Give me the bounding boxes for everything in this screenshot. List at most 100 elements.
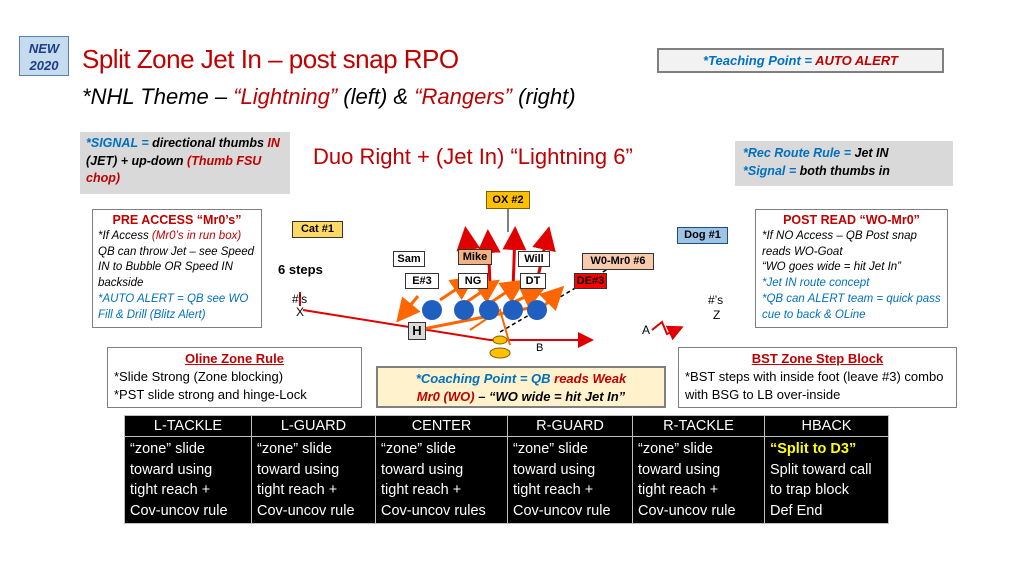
e3-label: E#3: [405, 273, 439, 289]
signal-in: IN: [267, 136, 280, 150]
page-subtitle: *NHL Theme – “Lightning” (left) & “Range…: [82, 84, 576, 110]
oline-rule-head: Oline Zone Rule: [185, 351, 284, 366]
ng-label: NG: [458, 273, 488, 289]
table-row: “zone” slide toward using tight reach + Cov…: [124, 436, 889, 524]
cell-line: Cov-uncov rules: [381, 502, 486, 519]
page-title: Split Zone Jet In – post snap RPO: [82, 44, 459, 74]
jet-motion-line: [302, 309, 594, 348]
header-l-tackle: L-TACKLE: [124, 415, 252, 437]
rt-symbol: [527, 300, 547, 320]
cell-line: to trap block: [770, 482, 849, 498]
teaching-point-value: AUTO ALERT: [815, 53, 898, 68]
rec-signal-label: *Signal =: [743, 164, 800, 178]
header-hback: HBACK: [764, 415, 889, 437]
c-block-line: [464, 279, 500, 305]
header-r-guard: R-GUARD: [507, 415, 633, 437]
h-label: H: [408, 322, 426, 340]
pre-access-rule-a: *If Access: [98, 229, 152, 242]
sam-label: Sam: [393, 251, 425, 267]
de3-label: DE#3: [574, 273, 607, 289]
cell-line: tight reach +: [638, 482, 719, 498]
post-read-box: POST READ “WO-Mr0” *If NO Access – QB Po…: [755, 209, 948, 328]
post-read-line4: *QB can ALERT team = quick pass cue to b…: [762, 292, 941, 321]
subtitle-right: (right): [512, 84, 576, 109]
header-r-tackle: R-TACKLE: [632, 415, 765, 437]
cell-line: “zone” slide: [381, 441, 456, 457]
bst-rule-line1: *BST steps with inside foot (leave #3) c…: [685, 369, 944, 402]
b-label: B: [536, 342, 544, 354]
cell-line: “zone” slide: [130, 441, 205, 457]
cell-line: Cov-uncov rule: [638, 502, 736, 519]
rec-route-box: *Rec Route Rule = Jet IN *Signal = both …: [735, 141, 953, 186]
pre-access-head: PRE ACCESS “Mr0’s”: [112, 213, 242, 227]
subtitle-left: (left) &: [337, 84, 415, 109]
cell-line: “Split to D3”: [770, 441, 857, 457]
new-2020-badge: NEW 2020: [19, 36, 69, 76]
coaching-point-d: – “WO wide = hit Jet In”: [474, 389, 626, 404]
cell-line: tight reach +: [513, 482, 594, 498]
hash-right-label: #’s: [708, 293, 724, 307]
cell-line: “zone” slide: [257, 441, 332, 457]
oline-rule-line2: *PST slide strong and hinge-Lock: [114, 387, 307, 402]
pre-access-rule: *If Access (Mr0’s in run box) QB can thr…: [98, 229, 256, 292]
pre-access-rule-b: (Mr0’s in run box): [151, 229, 242, 242]
a-route-line: [651, 320, 684, 341]
pre-access-alert: *AUTO ALERT = QB see WO Fill & Drill (Bl…: [98, 292, 249, 321]
r-guard-assignment: “zone” slide toward using tight reach + Cov…: [507, 436, 633, 524]
assignment-table: L-TACKLE L-GUARD CENTER R-GUARD R-TACKLE…: [124, 415, 889, 524]
signal-text1: directional thumbs: [152, 136, 268, 150]
lt-symbol: [422, 300, 442, 320]
cell-line: toward using: [513, 461, 596, 478]
teaching-point-box: *Teaching Point = AUTO ALERT: [657, 48, 944, 73]
post-read-line2: “WO goes wide = hit Jet In”: [762, 261, 902, 274]
dt-label: DT: [520, 273, 546, 289]
post-read-line1: *If NO Access – QB Post snap reads WO-Go…: [762, 229, 917, 258]
badge-line-new: NEW: [28, 41, 60, 56]
a-label: A: [642, 323, 651, 337]
pre-access-rule-c: QB can throw Jet – see Speed IN to Bubbl…: [98, 245, 254, 290]
coaching-point-b: reads Weak: [554, 371, 627, 386]
rg-block-line: [489, 279, 525, 305]
subtitle-theme: NHL Theme –: [90, 84, 234, 109]
header-center: CENTER: [375, 415, 508, 437]
will-label: Will: [518, 251, 550, 267]
dt-route-line: [502, 226, 527, 291]
mike-label: Mike: [458, 249, 492, 265]
rb-path-line: [469, 308, 511, 346]
dog-label: Dog #1: [677, 227, 728, 244]
rec-signal-line: *Signal = both thumbs in: [743, 162, 945, 180]
post-read-head: POST READ “WO-Mr0”: [783, 213, 920, 227]
rb-symbol: [492, 335, 508, 345]
cell-line: Cov-uncov rule: [257, 502, 355, 519]
cell-line: Def End: [770, 502, 823, 519]
steps-label: 6 steps: [278, 262, 323, 277]
ox-label: OX #2: [486, 191, 530, 209]
cell-line: “zone” slide: [513, 441, 588, 457]
cell-line: tight reach +: [257, 482, 338, 498]
rec-route-value: Jet IN: [854, 146, 889, 160]
cell-line: Cov-uncov rule: [513, 502, 611, 519]
wo-mr0-label: W0-Mr0 #6: [582, 253, 654, 270]
cell-line: tight reach +: [130, 482, 211, 498]
x-label: X: [296, 305, 305, 319]
coaching-point-c: Mr0 (WO): [416, 389, 475, 404]
header-l-guard: L-GUARD: [251, 415, 376, 437]
post-read-line3: *Jet IN route concept: [762, 277, 870, 290]
bst-rule-box: BST Zone Step Block *BST steps with insi…: [678, 347, 957, 408]
signal-box: *SIGNAL = directional thumbs IN (JET) + …: [80, 132, 290, 194]
cat-label: Cat #1: [292, 221, 343, 238]
l-guard-assignment: “zone” slide toward using tight reach + Cov…: [251, 436, 376, 524]
table-header-row: L-TACKLE L-GUARD CENTER R-GUARD R-TACKLE…: [124, 415, 889, 437]
subtitle-lightning: “Lightning”: [233, 84, 338, 109]
rg-symbol: [503, 300, 523, 320]
rec-signal-value: both thumbs in: [799, 164, 890, 178]
hash-left-label: #’s: [292, 292, 308, 306]
teaching-point-label: *Teaching Point =: [703, 53, 816, 68]
pre-access-box: PRE ACCESS “Mr0’s” *If Access (Mr0’s in …: [92, 209, 262, 328]
subtitle-star: *: [82, 84, 91, 109]
cell-line: toward using: [257, 461, 340, 478]
cell-line: tight reach +: [381, 482, 462, 498]
